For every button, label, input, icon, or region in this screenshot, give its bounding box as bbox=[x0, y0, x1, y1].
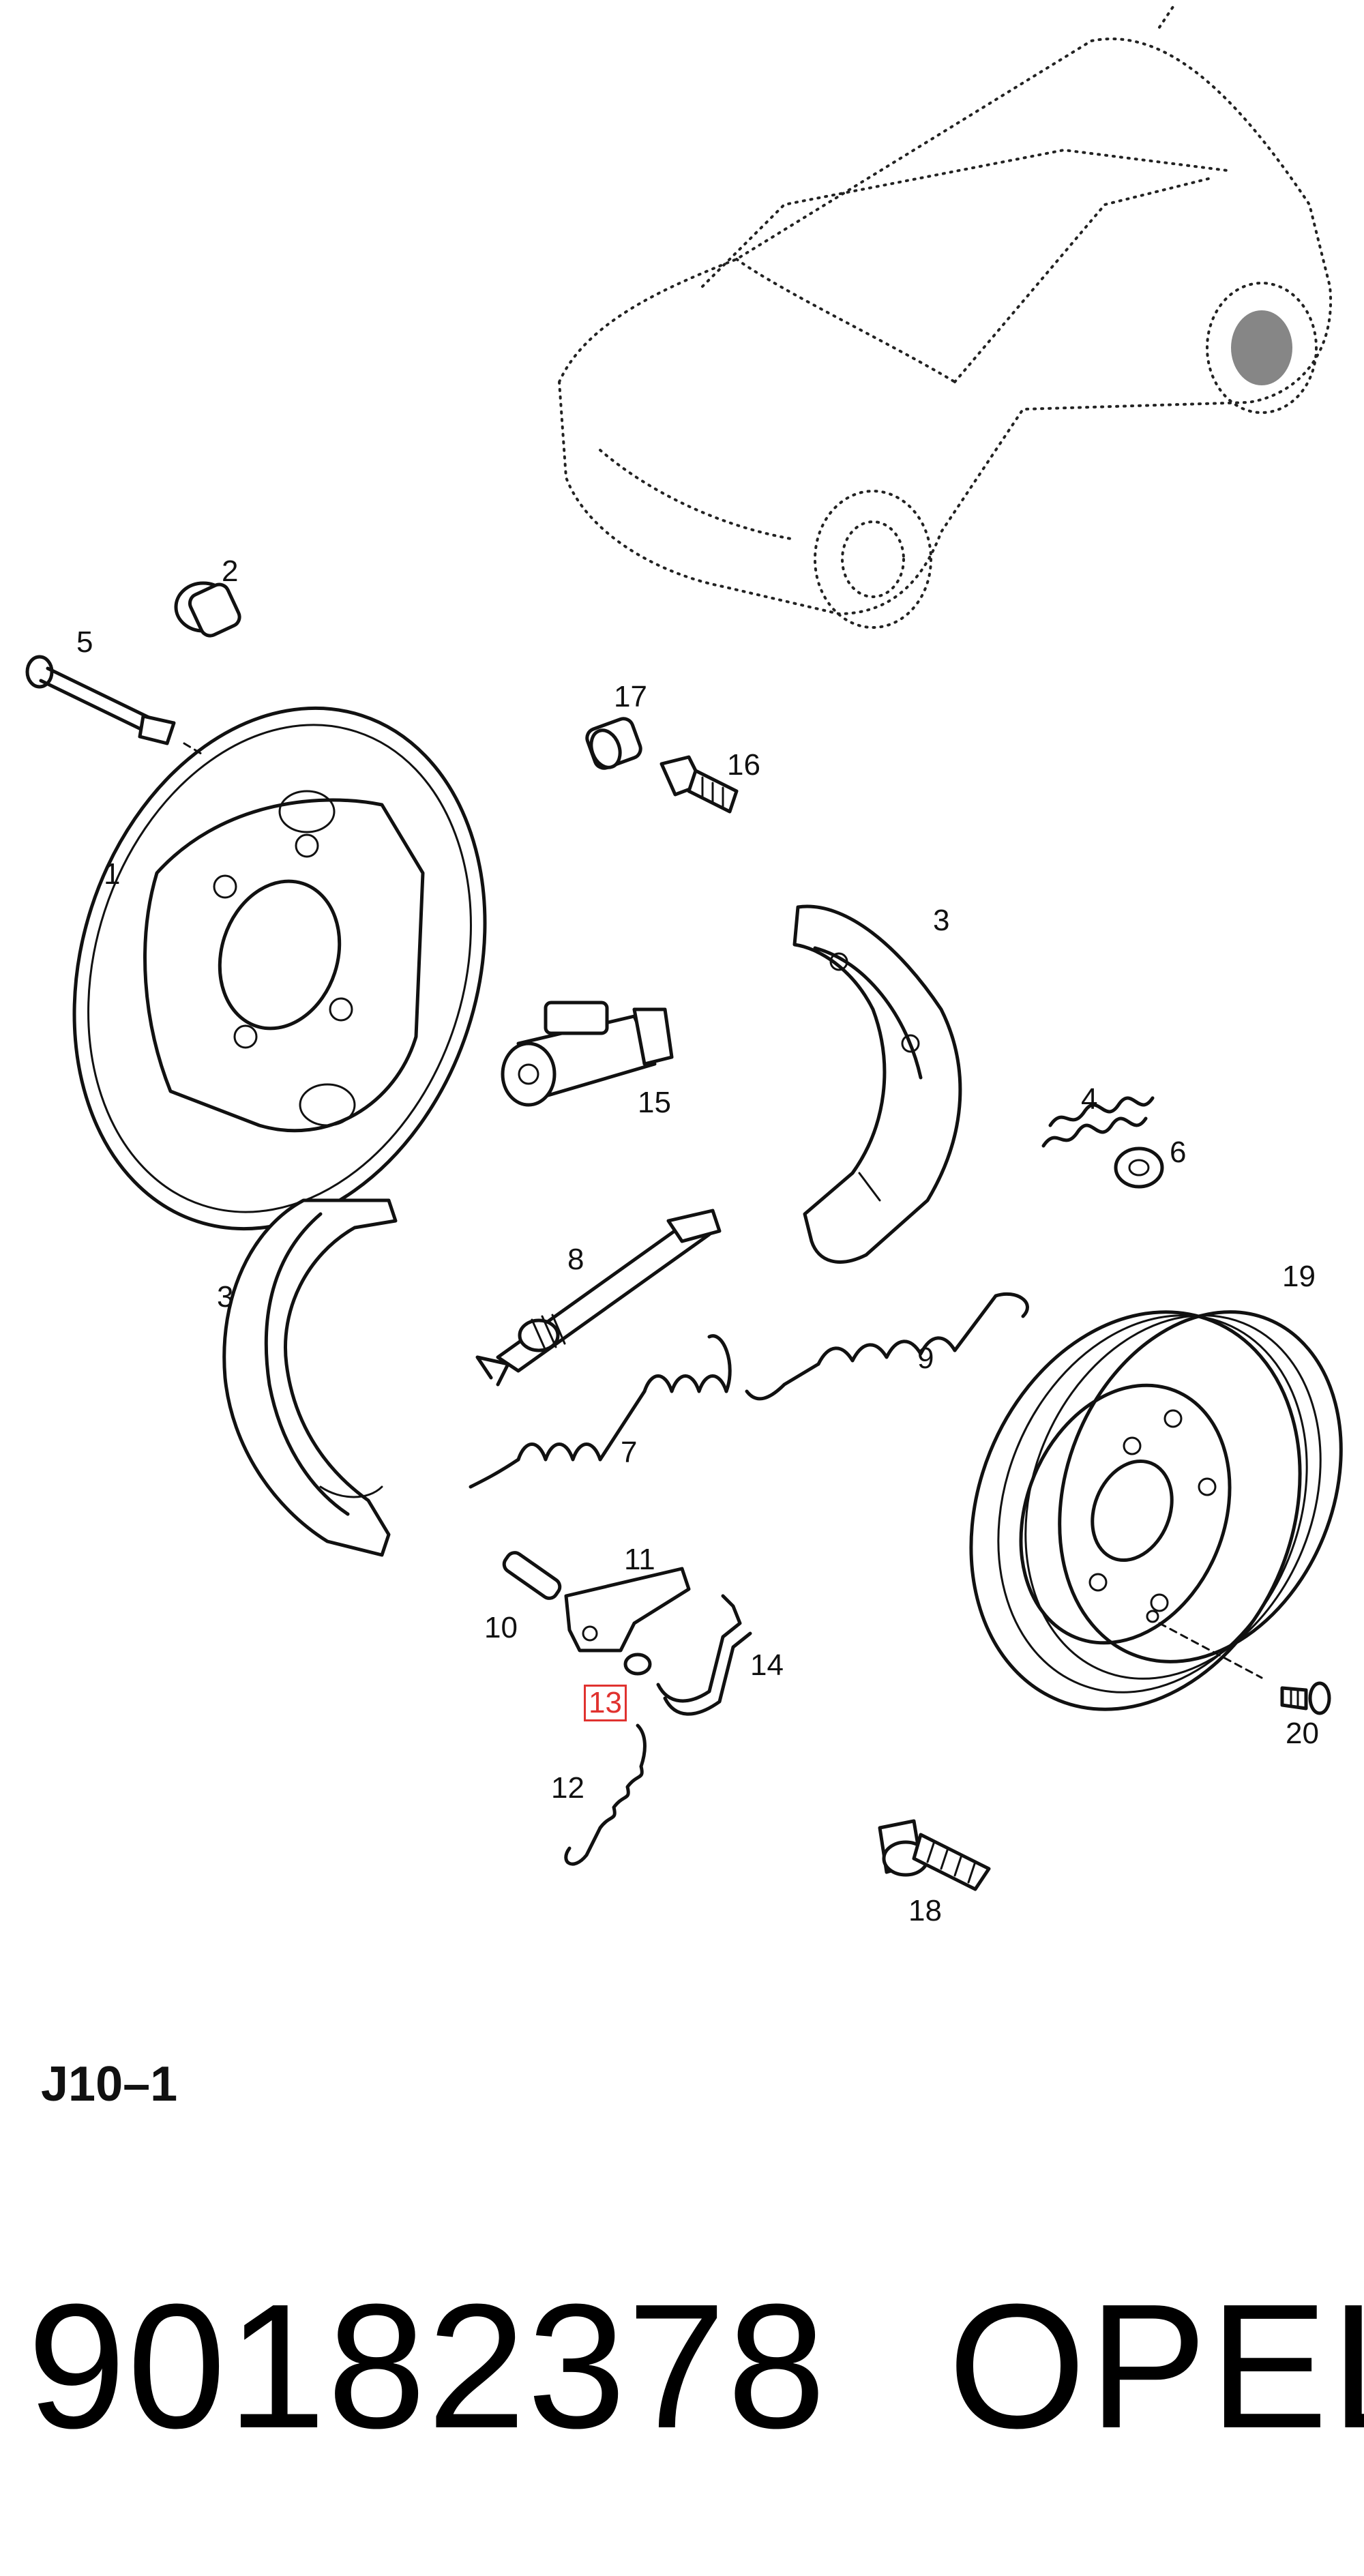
callout-9: 9 bbox=[917, 1342, 934, 1375]
callout-5: 5 bbox=[76, 625, 93, 659]
callout-4: 4 bbox=[1081, 1082, 1098, 1116]
part-9-spring bbox=[745, 1292, 1029, 1401]
reference-code: J10–1 bbox=[41, 2057, 178, 2112]
part-10-pin bbox=[502, 1551, 562, 1600]
part-20-screw bbox=[1280, 1681, 1331, 1715]
part-12-spring bbox=[564, 1723, 647, 1866]
part-5-pin bbox=[25, 655, 206, 757]
part-15-wheel-cylinder bbox=[501, 1001, 674, 1107]
part-13-washer bbox=[623, 1653, 652, 1676]
callout-8: 8 bbox=[567, 1243, 584, 1276]
part-7-spring bbox=[469, 1334, 732, 1489]
part-11-lever bbox=[564, 1567, 691, 1653]
part-1-backing-plate bbox=[72, 706, 487, 1231]
callout-6: 6 bbox=[1170, 1136, 1187, 1169]
part-3-brake-shoe-right bbox=[792, 904, 962, 1264]
car-illustration bbox=[557, 5, 1333, 629]
callout-3-left: 3 bbox=[217, 1280, 234, 1314]
callout-1: 1 bbox=[104, 857, 121, 891]
callout-17: 17 bbox=[614, 680, 647, 713]
part-19-brake-drum bbox=[969, 1310, 1343, 1711]
callout-15: 15 bbox=[638, 1086, 671, 1119]
callout-14: 14 bbox=[750, 1648, 784, 1682]
callout-11: 11 bbox=[624, 1543, 655, 1576]
part-number: 90182378 bbox=[27, 2268, 827, 2466]
part-3-brake-shoe-left bbox=[222, 1198, 398, 1557]
part-14-strut bbox=[656, 1594, 752, 1716]
callout-20: 20 bbox=[1286, 1717, 1319, 1750]
callout-10: 10 bbox=[484, 1611, 518, 1644]
callout-18: 18 bbox=[908, 1894, 942, 1927]
callout-7: 7 bbox=[621, 1436, 638, 1469]
part-4-spring bbox=[1041, 1096, 1155, 1148]
callout-12: 12 bbox=[551, 1771, 584, 1805]
brand-name: OPEL bbox=[948, 2268, 1364, 2466]
callout-3-right: 3 bbox=[933, 904, 950, 937]
part-2-plug bbox=[174, 581, 241, 638]
callout-2: 2 bbox=[222, 554, 239, 588]
part-8-adjuster bbox=[475, 1209, 722, 1387]
part-6-cup bbox=[1114, 1146, 1164, 1189]
part-18-wheel-bolt bbox=[878, 1819, 991, 1891]
callout-16: 16 bbox=[727, 748, 760, 782]
part-16-bleeder-screw bbox=[659, 755, 739, 814]
callout-13: 13 bbox=[584, 1685, 627, 1721]
part-17-sleeve bbox=[585, 717, 642, 770]
callout-19: 19 bbox=[1282, 1260, 1316, 1293]
